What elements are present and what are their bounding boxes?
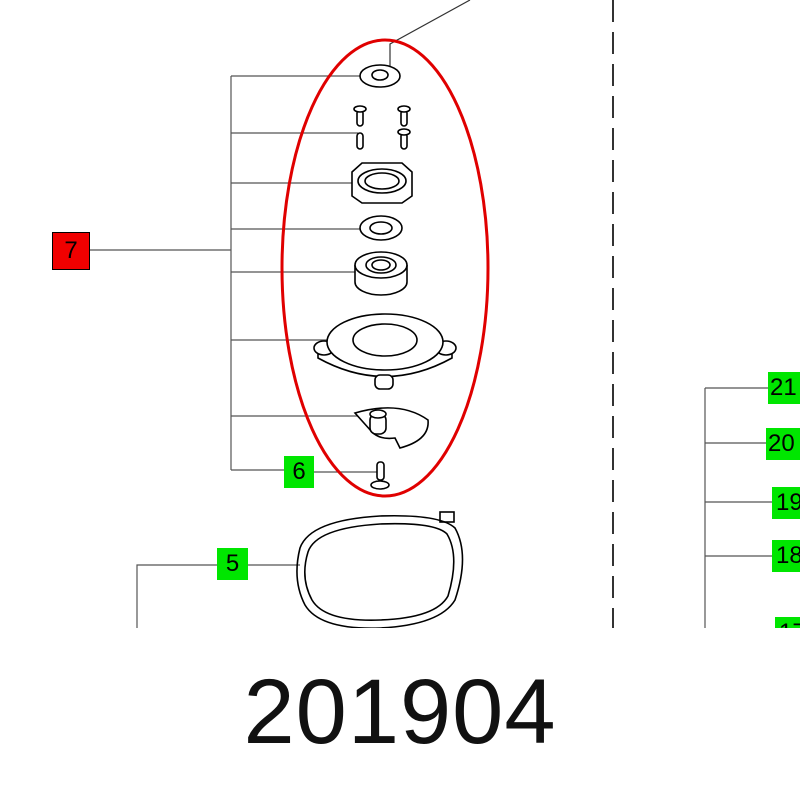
highlight-ellipse [280,38,490,498]
washer-top [359,64,401,88]
bearing-housing [313,313,457,390]
callout-5[interactable]: 5 [217,548,248,580]
right-bracket [704,387,772,628]
group-7-bracket [90,75,378,473]
callout-17[interactable]: 17 [775,617,800,628]
callout-18[interactable]: 18 [772,540,800,572]
frame-gasket [296,511,464,629]
pin [370,461,390,490]
bearing-cover-plate [351,162,413,204]
part-number: 201904 [243,661,557,763]
ball-bearing [354,251,408,296]
callout-6[interactable]: 6 [284,456,314,488]
eccentric-cam [353,407,429,449]
callout-20[interactable]: 20 [766,428,800,460]
callout-19[interactable]: 19 [772,487,800,519]
washer [359,215,403,241]
callout-7[interactable]: 7 [52,232,90,270]
screws [353,105,411,150]
callout-17-text: 17 [779,617,800,628]
callout-21[interactable]: 21 [768,372,800,404]
